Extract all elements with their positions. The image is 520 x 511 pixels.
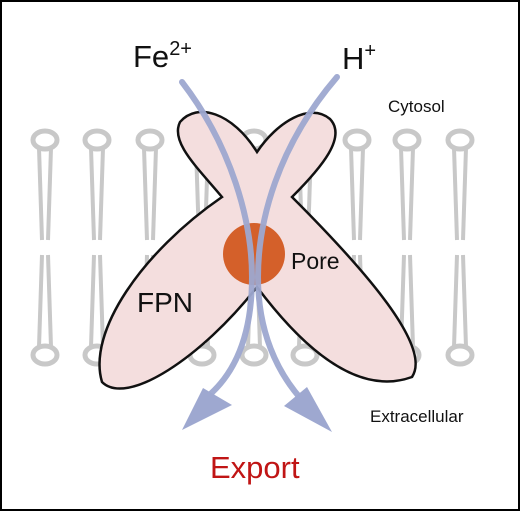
iron-ion-label: Fe2+ [133,38,192,74]
phospholipid-icon [448,131,472,364]
export-label: Export [210,450,300,485]
cytosol-label: Cytosol [388,97,445,116]
proton-path-arrow [254,74,340,403]
extracellular-label: Extracellular [370,407,464,426]
proton-charge-label: + [364,40,376,62]
proton-arrowhead-icon [284,387,332,432]
fpn-label: FPN [137,287,193,318]
iron-charge-label: 2+ [169,38,192,60]
proton-ion-label: H+ [342,40,376,76]
iron-path-arrow [179,79,256,400]
pore-label: Pore [291,248,340,274]
pore-circle [223,223,285,285]
iron-arrowhead-icon [182,388,232,430]
ion-flow-arrows [179,74,340,403]
phospholipid-icon [33,131,57,364]
